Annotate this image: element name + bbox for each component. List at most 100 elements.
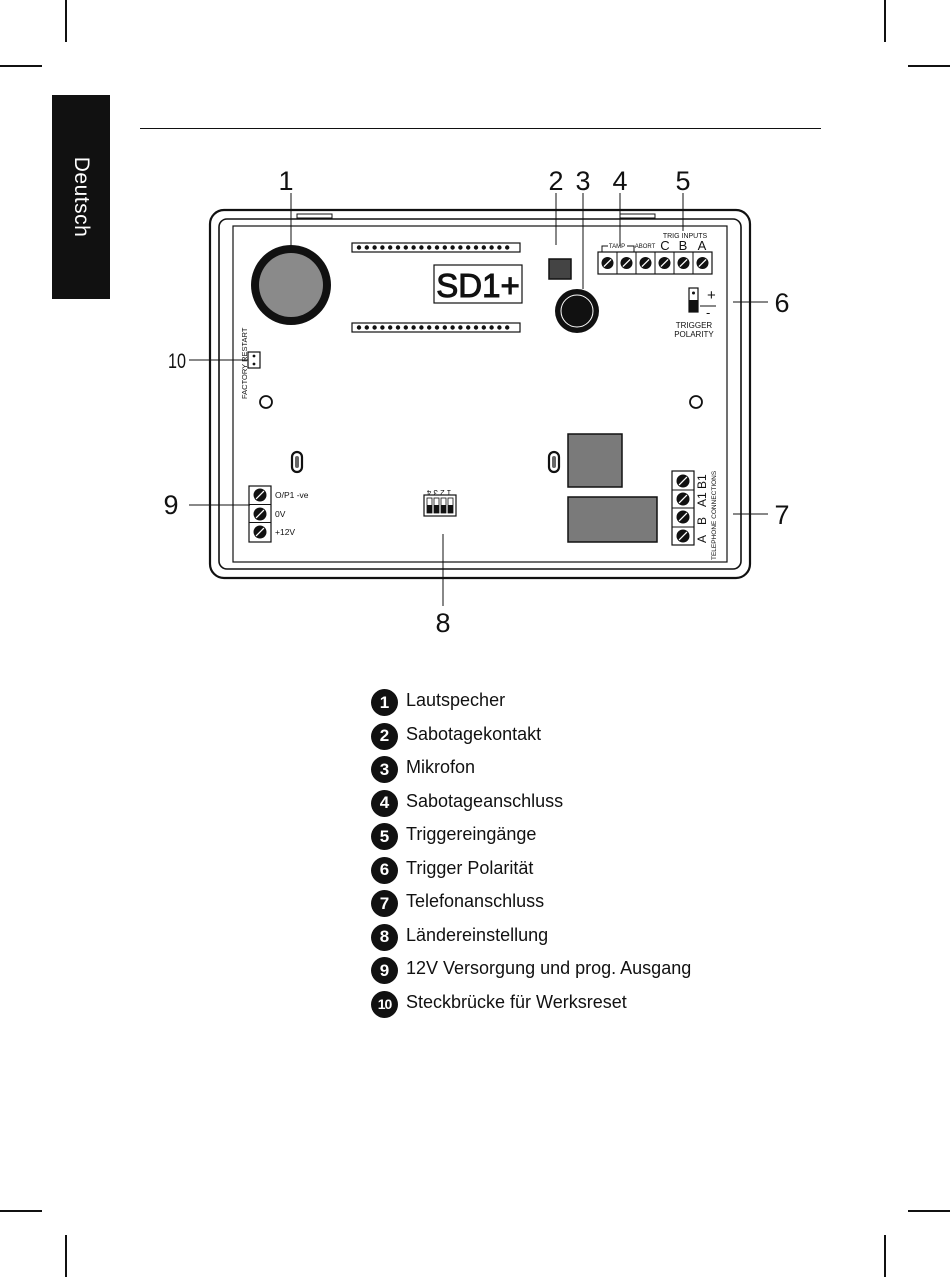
component-oval-left-inner <box>295 456 299 468</box>
plus12v-label: +12V <box>275 527 295 537</box>
abort-label: ABORT <box>635 244 656 250</box>
legend-number-badge: 3 <box>371 756 398 783</box>
mounting-hole-right <box>689 395 703 409</box>
screw-slot <box>603 258 612 268</box>
header-pin <box>403 325 408 330</box>
header-pin <box>466 245 471 250</box>
header-pin <box>466 325 471 330</box>
header-pin <box>489 325 494 330</box>
microphone-ring <box>560 294 594 328</box>
callout-7: 7 <box>774 500 789 530</box>
pin-header-bottom <box>351 322 521 333</box>
tamp-label: TAMP <box>609 244 625 250</box>
header-pin <box>411 325 416 330</box>
tel-b1-label: B1 <box>695 474 709 489</box>
device-diagram: SD1+ TRIG INPUTS TAMP ABORT C B A + - TR… <box>163 166 789 638</box>
header-pin <box>356 325 362 330</box>
callout-10: 10 <box>168 350 186 373</box>
header-pin <box>388 245 393 250</box>
callout-6: 6 <box>774 288 789 318</box>
trig-inputs-label: TRIG INPUTS <box>663 233 708 240</box>
factory-restart-jumper <box>247 351 261 369</box>
legend-text: Steckbrücke für Werksreset <box>406 991 627 1012</box>
op1-label: O/P1 -ve <box>275 490 309 500</box>
top-clip-left <box>296 213 333 219</box>
header-pin <box>458 245 463 250</box>
telephone-terminal-screws <box>672 474 694 543</box>
jumper-pin <box>252 362 256 366</box>
dip-toggle <box>434 505 439 513</box>
legend-text: Triggereingänge <box>406 824 537 844</box>
header-pin <box>427 245 432 250</box>
crop-mark <box>65 0 67 42</box>
pcb-outline <box>232 225 728 563</box>
header-pin <box>497 245 502 250</box>
header-pin <box>458 325 463 330</box>
enclosure-outer <box>208 208 752 580</box>
display-label: SD1+ <box>436 267 519 304</box>
crop-mark <box>0 1210 42 1212</box>
header-pin <box>403 245 408 250</box>
polarity-plus: + <box>707 287 716 304</box>
header-pin <box>380 245 385 250</box>
screw-slot <box>678 494 688 504</box>
screw-slot <box>255 527 265 537</box>
dip-toggle <box>441 505 446 513</box>
header-pin <box>364 245 369 250</box>
screw-slot <box>255 509 265 519</box>
legend-text: 12V Versorgung und prog. Ausgang <box>406 958 692 978</box>
screw-slot <box>678 476 688 486</box>
legend-item: 6 Trigger Polarität <box>371 856 691 891</box>
header-pin <box>450 245 455 250</box>
legend-text: Sabotagekontakt <box>406 723 542 744</box>
legend-text: Lautspecher <box>406 690 506 710</box>
legend-number-badge: 1 <box>371 689 398 716</box>
callout-9: 9 <box>163 490 178 520</box>
callout-1: 1 <box>278 166 293 196</box>
trigger-terminal-block <box>597 251 713 275</box>
polarity-minus: - <box>706 305 710 320</box>
header-pin <box>411 245 416 250</box>
polarity-jumper-pin <box>692 291 695 295</box>
header-pin <box>450 325 455 330</box>
dip-toggle <box>427 505 432 513</box>
header-pin <box>505 245 510 250</box>
crop-mark <box>908 1210 950 1212</box>
polarity-jumper-cap <box>689 300 698 312</box>
terminal-c-label: C <box>660 238 669 253</box>
legend-text: Telefonanschluss <box>406 891 545 911</box>
tamp-bracket-right <box>627 245 635 252</box>
relay-small <box>567 433 623 488</box>
trigger-label: TRIGGER <box>676 321 713 330</box>
header-pin <box>497 325 502 330</box>
legend-number-badge: 5 <box>371 823 398 850</box>
component-oval-right-inner <box>552 456 556 468</box>
microphone <box>555 289 599 333</box>
zero-v-label: 0V <box>275 509 286 519</box>
header-pin <box>395 245 401 250</box>
header-pin <box>473 245 479 250</box>
header-rule <box>140 128 821 129</box>
legend-text: Trigger Polarität <box>406 857 534 878</box>
mounting-hole-left <box>259 395 273 409</box>
legend-number-badge: 9 <box>371 957 398 984</box>
header-pin <box>372 245 377 250</box>
legend-number-badge: 6 <box>371 856 398 884</box>
header-pin <box>380 325 385 330</box>
power-terminal-screws <box>249 488 271 539</box>
display-box <box>433 264 523 304</box>
header-pin <box>481 245 486 250</box>
header-pin <box>427 325 432 330</box>
dip-switch-slots <box>426 497 454 514</box>
legend-text: Sabotageanschluss <box>406 790 564 811</box>
callout-4: 4 <box>612 166 627 196</box>
screw-slot <box>660 258 669 268</box>
header-pin <box>356 245 362 250</box>
legend-number-badge: 8 <box>371 923 398 951</box>
callout-5: 5 <box>675 166 690 196</box>
screw-slot <box>679 258 688 268</box>
telephone-connections-label: TELEPHONE CONNECTIONS <box>711 470 718 560</box>
